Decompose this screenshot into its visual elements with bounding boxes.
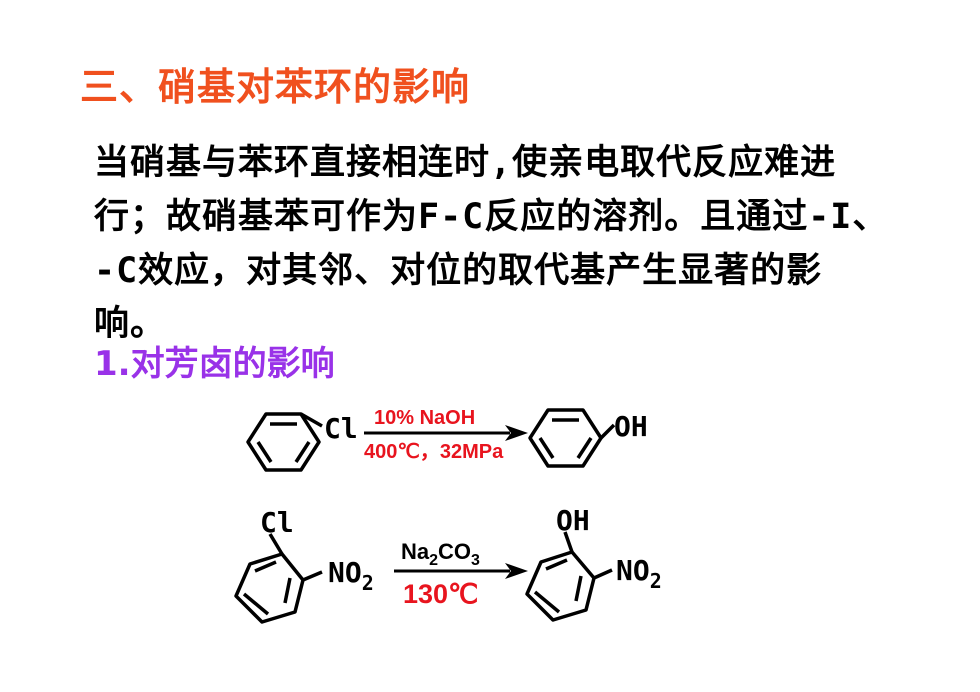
substituent-cl-top: Cl: [260, 506, 294, 539]
reaction-1-reagent: 10% NaOH: [374, 407, 475, 429]
chlorobenzene-structure: Cl: [246, 412, 358, 472]
paragraph-line-2: 行；故硝基苯可作为F-C反应的溶剂。且通过-I、: [94, 197, 889, 237]
reagent-na: Na: [401, 539, 430, 564]
reaction-2-conditions: 130℃: [403, 579, 478, 609]
substituent-oh: OH: [614, 410, 648, 443]
substituent-no: NO: [328, 556, 362, 589]
substituent-oh-top: OH: [556, 504, 590, 537]
subscript-2: 2: [362, 571, 374, 595]
reagent-co: CO: [438, 539, 471, 564]
svg-text:NO2: NO2: [616, 554, 662, 593]
paragraph-line-1: 当硝基与苯环直接相连时,使亲电取代反应难进: [94, 143, 837, 183]
substituent-no-product: NO: [616, 554, 650, 587]
subscript-2-product: 2: [650, 569, 662, 593]
phenol-structure: OH: [528, 408, 648, 468]
nitrophenol-structure: OH NO2: [525, 504, 662, 622]
paragraph-line-3: -C效应，对其邻、对位的取代基产生显著的影: [94, 251, 823, 291]
reaction-1-conditions: 400℃，32MPa: [364, 441, 504, 463]
reaction-1: Cl 10% NaOH 400℃，32MPa OH: [246, 407, 648, 472]
paragraph-line-4: 响。: [94, 304, 167, 344]
reaction-2: Cl NO2 Na2CO3 130℃ OH NO2: [234, 504, 662, 624]
section-subtitle: 1.对芳卤的影响: [94, 344, 335, 384]
slide-title: 三、硝基对苯环的影响: [80, 65, 471, 109]
reagent-co-sub: 3: [471, 552, 480, 569]
svg-text:NO2: NO2: [328, 556, 374, 595]
svg-text:Na2CO3: Na2CO3: [401, 539, 480, 569]
reagent-na-sub: 2: [429, 552, 438, 569]
chloronitrobenzene-structure: Cl NO2: [234, 506, 374, 624]
substituent-cl: Cl: [324, 412, 358, 445]
